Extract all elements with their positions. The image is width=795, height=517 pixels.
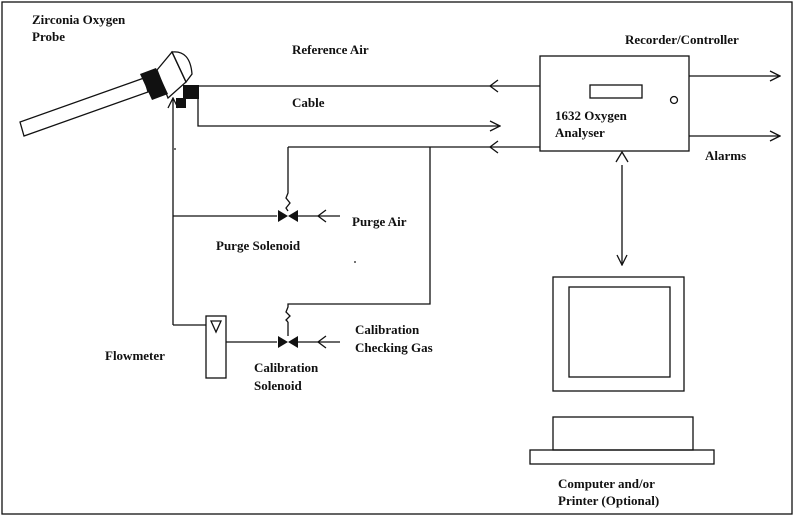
calibration-solenoid-label-line1: Calibration [254,360,319,375]
dot-mark [354,261,356,263]
reference-air-arrow-icon [488,79,499,93]
recorder-controller-label: Recorder/Controller [625,32,739,47]
purge-solenoid-valve-icon [278,210,298,222]
analyser-indicator-icon [669,95,679,105]
flowmeter-icon [205,315,227,379]
purge-air-label: Purge Air [352,214,407,229]
calibration-solenoid-label-line2: Solenoid [254,378,302,393]
probe-label-line1: Zirconia Oxygen [32,12,126,27]
computer-link-up-arrow-icon [615,150,629,163]
computer-icon [529,276,715,465]
calibration-gas-label-line1: Calibration [355,322,420,337]
analyser-display [589,84,643,99]
calibration-supply-line [285,147,431,323]
calibration-solenoid-valve-icon [278,336,298,348]
flowmeter-label: Flowmeter [105,348,165,363]
purge-solenoid-label: Purge Solenoid [216,238,301,253]
reference-air-label: Reference Air [292,42,369,57]
cable-line [197,99,500,126]
gas-supply-arrow-icon [488,140,499,154]
calibration-gas-label-line2: Checking Gas [355,340,433,355]
computer-label-line2: Printer (Optional) [558,493,659,508]
purge-air-arrow-icon [316,209,327,223]
analyser-label-line1: 1632 Oxygen [555,108,628,123]
calibration-gas-arrow-icon [316,335,327,349]
zirconia-probe-icon [19,50,199,137]
computer-label-line1: Computer and/or [558,476,655,491]
purge-supply-line [285,147,291,212]
flowmeter-float-icon [209,320,223,334]
cable-label: Cable [292,95,325,110]
alarms-label: Alarms [705,148,746,163]
probe-label-line2: Probe [32,29,65,44]
analyser-box [539,55,690,152]
analyser-label-line2: Analyser [555,125,605,140]
dot-mark [174,148,176,150]
